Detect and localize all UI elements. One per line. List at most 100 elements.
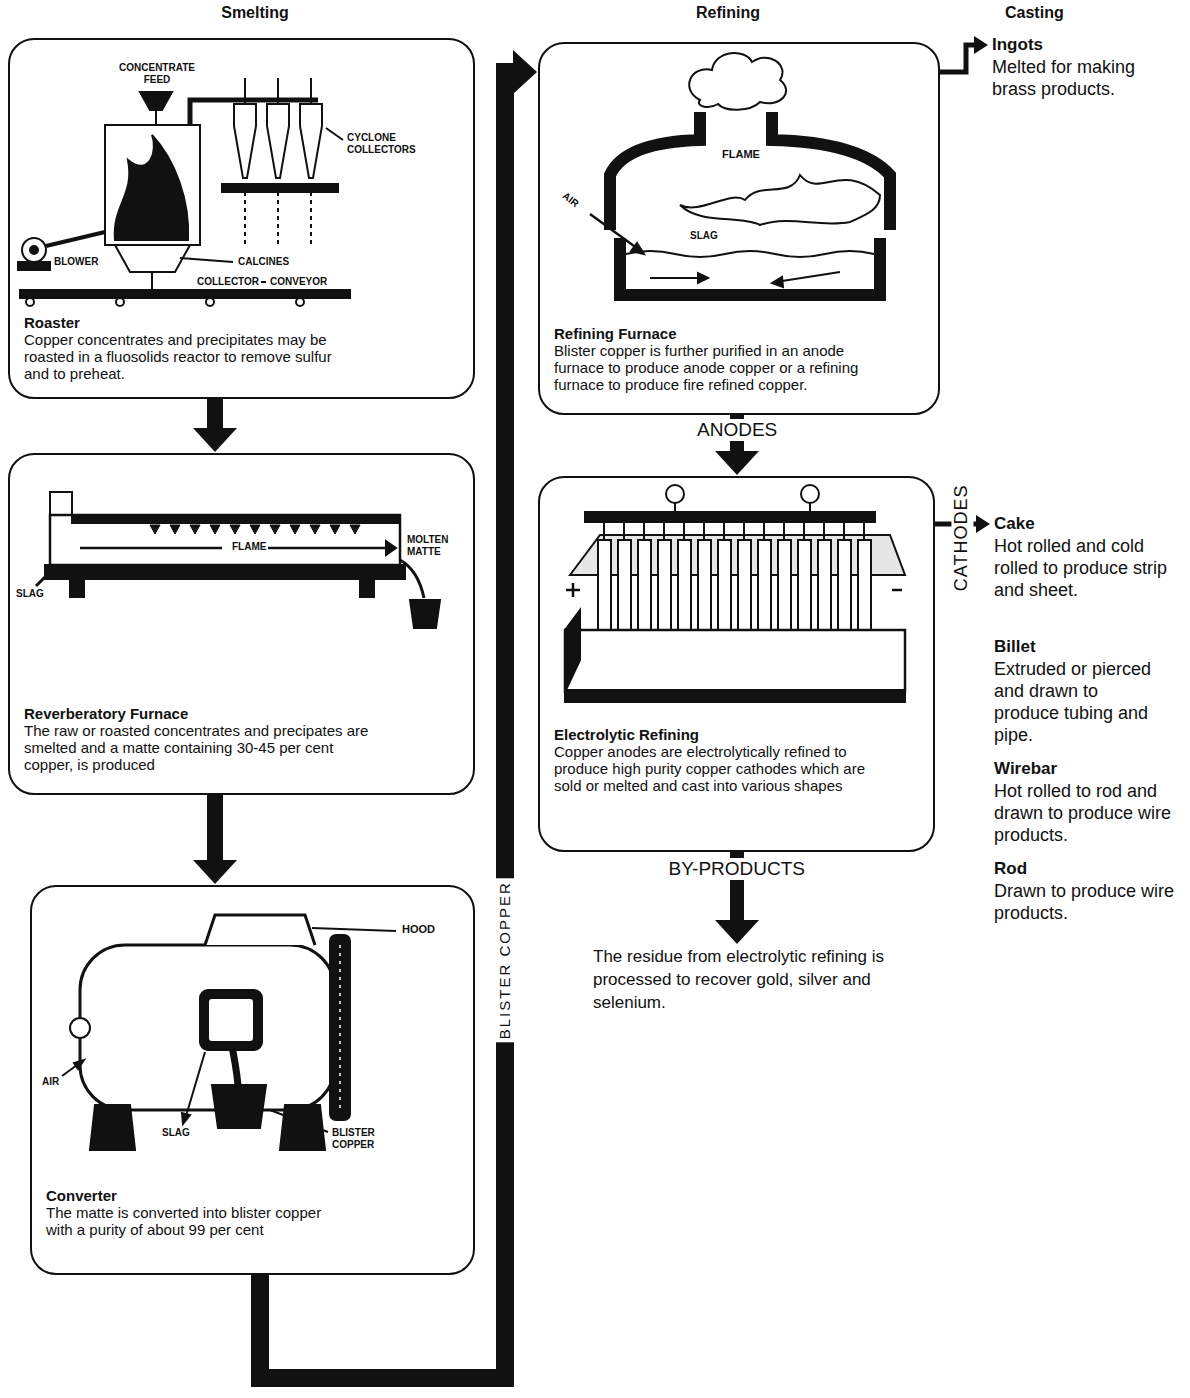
converter-drawing [62, 1065, 77, 1076]
electrolytic-cell-drawing [801, 485, 819, 503]
refining-furnace-drawing [689, 53, 786, 110]
box-heading: Converter [46, 1187, 346, 1204]
box-body: The matte is converted into blister copp… [46, 1204, 346, 1238]
box-body: Melted for making brass products. [992, 56, 1172, 100]
roaster-drawing [310, 78, 312, 104]
electrolytic-cell-drawing [674, 503, 676, 512]
box-body: Copper anodes are electrolytically refin… [554, 743, 894, 794]
box-body: The raw or roasted concentrates and prec… [24, 722, 384, 773]
flow-label: CATHODES [951, 482, 973, 595]
part-label: AIR [40, 1076, 61, 1088]
reverberatory-furnace-drawing [72, 515, 400, 523]
roaster-drawing [155, 110, 157, 125]
column-heading: Refining [678, 4, 778, 22]
converter-drawing [182, 1113, 190, 1124]
part-label: MOLTEN MATTE [405, 534, 471, 557]
flow-label: BLISTER COPPER [496, 878, 515, 1042]
roaster-drawing [115, 135, 188, 240]
converter-drawing [186, 1052, 205, 1116]
reverberatory-furnace-drawing [410, 600, 440, 628]
converter-drawing [200, 990, 262, 1050]
reverberatory-furnace-drawing [36, 572, 50, 586]
electrolytic-cell-drawing [565, 630, 905, 692]
converter-drawing [231, 1042, 238, 1085]
part-label: CONVEYOR [268, 276, 329, 288]
text-group: WirebarHot rolled to rod and drawn to pr… [994, 758, 1186, 846]
casting-product: WirebarHot rolled to rod and drawn to pr… [994, 758, 1186, 846]
box-heading: Rod [994, 858, 1186, 880]
roaster-drawing [206, 298, 214, 306]
text-group: CakeHot rolled and cold rolled to produc… [994, 513, 1186, 601]
electrolytic-cell-drawing [809, 503, 811, 512]
roaster-drawing [26, 298, 34, 306]
electrolytic-cell-drawing [585, 512, 875, 522]
part-label: BLOWER [52, 256, 100, 268]
refining-furnace-drawing [620, 238, 880, 295]
converter-drawing [208, 998, 254, 1042]
roaster-drawing [267, 104, 289, 178]
electrolytic-cell-drawing [666, 485, 684, 503]
box-heading: Refining Furnace [554, 325, 884, 342]
roaster-drawing [30, 246, 38, 254]
roaster-drawing [277, 78, 279, 104]
electrolytic-cell-drawing [566, 583, 580, 597]
refining-furnace-drawing [782, 272, 840, 281]
part-label: FLAME [720, 148, 762, 161]
roaster-drawing [140, 92, 172, 110]
converter-drawing [330, 935, 350, 1120]
process-box: ConverterThe matte is converted into bli… [30, 885, 475, 1275]
flow-label: ANODES [694, 419, 780, 442]
part-label: AIR [559, 189, 583, 211]
roaster-drawing [244, 192, 246, 248]
box-heading: Ingots [992, 34, 1172, 56]
refining-furnace-drawing [680, 175, 880, 225]
roaster-drawing [244, 78, 246, 104]
part-label: SLAG [160, 1127, 192, 1139]
process-box: Reverberatory FurnaceThe raw or roasted … [8, 453, 475, 795]
part-label: FLAME [230, 541, 268, 553]
roaster-drawing [20, 290, 350, 298]
casting-product: CakeHot rolled and cold rolled to produc… [994, 513, 1186, 601]
casting-product: BilletExtruded or pierced and drawn to p… [994, 636, 1159, 746]
refining-furnace-drawing [650, 277, 700, 279]
part-label: COLLECTOR [195, 276, 261, 288]
converter-drawing [212, 1085, 266, 1128]
text-group: Electrolytic RefiningCopper anodes are e… [554, 726, 894, 794]
flow-arrow [940, 45, 975, 72]
box-body: Copper concentrates and precipitates may… [24, 331, 354, 382]
electrolytic-cell-drawing [604, 522, 864, 540]
converter-drawing [74, 1060, 84, 1069]
part-label: HOOD [400, 923, 437, 936]
box-heading: Billet [994, 636, 1159, 658]
roaster-drawing [222, 184, 338, 192]
text-group: ConverterThe matte is converted into bli… [46, 1187, 346, 1238]
converter-drawing [62, 915, 396, 1150]
process-box: Refining FurnaceBlister copper is furthe… [538, 42, 940, 415]
box-heading: Electrolytic Refining [554, 726, 894, 743]
flow-arrow [207, 399, 223, 429]
electrolytic-cell-drawing [565, 485, 905, 702]
converter-drawing [339, 945, 341, 1110]
refining-furnace-drawing [698, 273, 708, 283]
flow-arrow [207, 795, 223, 861]
roaster-drawing [22, 238, 46, 262]
box-body: Hot rolled to rod and drawn to produce w… [994, 780, 1186, 846]
refining-furnace-drawing [626, 251, 874, 257]
roaster-drawing [116, 298, 124, 306]
box-body: The residue from electrolytic refining i… [593, 945, 908, 1014]
box-heading: Cake [994, 513, 1186, 535]
roaster-drawing [18, 262, 50, 270]
part-label: CYCLONE COLLECTORS [345, 132, 454, 155]
electrolytic-cell-drawing [565, 610, 580, 692]
roaster-drawing [18, 78, 350, 306]
text-group: BilletExtruded or pierced and drawn to p… [994, 636, 1159, 746]
part-label: SLAG [14, 588, 46, 600]
converter-drawing [80, 945, 335, 1110]
part-label: BLISTER COPPER [330, 1127, 414, 1150]
text-group: RodDrawn to produce wire products. [994, 858, 1186, 924]
roaster-drawing [234, 104, 256, 178]
reverberatory-furnace-drawing [36, 492, 440, 628]
roaster-drawing [46, 232, 105, 246]
reverberatory-furnace-drawing [400, 560, 424, 598]
converter-drawing [90, 1105, 135, 1150]
